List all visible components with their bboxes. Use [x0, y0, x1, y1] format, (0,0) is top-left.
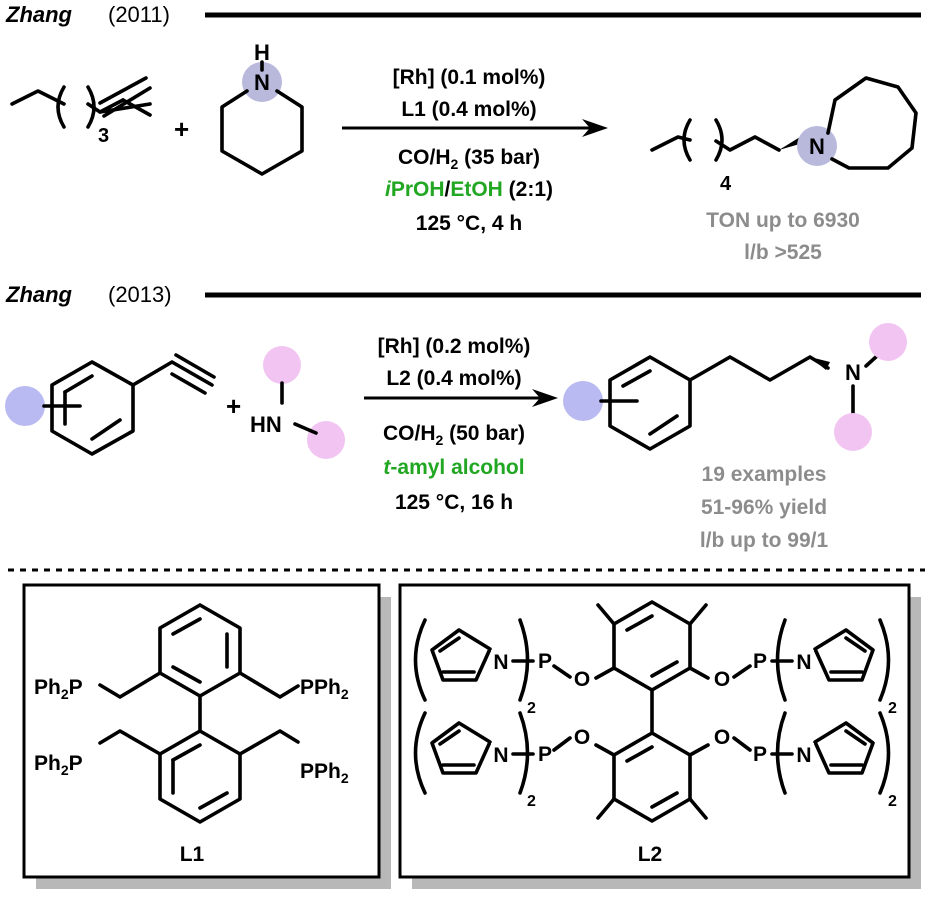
result-1-line2: l/b >525 [744, 241, 822, 264]
product-2-substituent-top [869, 323, 907, 361]
product-1-n-highlight [797, 126, 837, 166]
l2-o-top-left: O [574, 668, 590, 691]
product-1-n-label: N [809, 134, 825, 159]
cond-1-solvent: iPrOH/EtOH (2:1) [385, 178, 553, 201]
alkene-1-subscript: 3 [98, 125, 109, 147]
l2-paren-open-bottom-left [413, 711, 427, 795]
arrow-2-head [532, 389, 558, 407]
amine-2-substituent-top [263, 346, 301, 384]
l2-pyrrole-bottom-left [430, 721, 492, 775]
l2-paren-open-top-right [775, 618, 787, 702]
amine-n-label: N [254, 70, 270, 95]
l2-count-top-right: 2 [888, 700, 897, 717]
cond-1-gas: CO/H2 (35 bar) [398, 146, 540, 172]
product-2-substituent-bottom [834, 413, 872, 451]
product-1-structure: N [650, 76, 918, 170]
l2-n-bottom-right: N [796, 744, 811, 767]
l2-n-top-left: N [493, 651, 508, 674]
l1-name: L1 [180, 843, 205, 866]
header-1-year: (2011) [108, 2, 170, 27]
piperidine-structure: N H [220, 40, 304, 176]
l2-paren-close-bottom-left [518, 711, 530, 795]
alkene-1-structure [10, 76, 152, 129]
l2-o-bottom-left: O [574, 726, 590, 749]
l2-o-bottom-right: O [714, 726, 730, 749]
cond-1-catalyst: [Rh] (0.1 mol%) [393, 66, 546, 89]
result-1-line1: TON up to 6930 [706, 209, 860, 232]
l1-ph2p-bottom: Ph2P [34, 752, 83, 778]
l2-pyrrole-bottom-right [813, 721, 875, 775]
header-1-author: Zhang [5, 2, 73, 27]
result-2-line2: 51-96% yield [701, 496, 827, 519]
l2-paren-open-bottom-right [775, 711, 787, 795]
product-2-substituent-ring [563, 381, 603, 421]
cond-2-temp: 125 °C, 16 h [395, 491, 513, 514]
l2-paren-close-top-left [518, 618, 530, 702]
cond-2-ligand: L2 (0.4 mol%) [386, 367, 521, 390]
l2-paren-close-top-right [878, 618, 891, 702]
styrene-structure [5, 353, 216, 456]
l2-p-top-right: P [753, 650, 767, 673]
result-2-line1: 19 examples [702, 463, 827, 486]
product-2-n-label: N [845, 360, 861, 385]
cond-1-temp: 125 °C, 4 h [416, 212, 522, 235]
product-1-subscript: 4 [720, 173, 732, 195]
plus-1: + [174, 114, 189, 144]
l2-count-bottom-right: 2 [888, 793, 897, 810]
amine-2-structure [263, 346, 345, 459]
ligand-L1-panel: Ph2P PPh2 Ph2P PPh2 L1 [22, 583, 391, 889]
l2-panel-frame [398, 583, 911, 879]
l1-pph2-bottom: PPh2 [300, 760, 349, 786]
result-2-line3: l/b up to 99/1 [700, 529, 829, 552]
product-2-structure [563, 323, 907, 451]
l1-ph2p-top: Ph2P [34, 676, 83, 702]
plus-2: + [226, 391, 241, 421]
amine-2-label: HN [250, 412, 282, 437]
reaction-1: Zhang (2011) 3 + N H [Rh] (0.1 mol%) [5, 2, 921, 264]
amine-h-label: H [254, 40, 270, 65]
l2-count-top-left: 2 [527, 700, 536, 717]
styrene-substituent [5, 386, 45, 426]
cond-2-gas: CO/H2 (50 bar) [383, 422, 525, 448]
cond-1-ligand: L1 (0.4 mol%) [401, 98, 536, 121]
l2-name: L2 [638, 843, 663, 866]
ligand-L2-panel: O O O O P P P P [398, 583, 921, 889]
header-2-author: Zhang [5, 282, 73, 307]
l2-p-bottom-left: P [538, 743, 552, 766]
l2-n-bottom-left: N [493, 744, 508, 767]
cond-2-solvent: t-amyl alcohol [383, 456, 524, 479]
l2-pyrrole-top-right [813, 628, 875, 682]
reaction-2: Zhang (2013) + HN [Rh] (0.2 mol%) L [5, 282, 921, 552]
amine-n-highlight [242, 62, 282, 102]
l2-paren-close-bottom-right [878, 711, 891, 795]
l2-p-bottom-right: P [753, 743, 767, 766]
l2-count-bottom-left: 2 [527, 793, 536, 810]
header-2-year: (2013) [108, 282, 172, 307]
cond-2-catalyst: [Rh] (0.2 mol%) [378, 335, 531, 358]
l2-p-top-left: P [538, 650, 552, 673]
arrow-1-head [582, 119, 608, 137]
l2-pyrrole-top-left [430, 628, 492, 682]
l1-pph2-top: PPh2 [300, 676, 349, 702]
amine-2-substituent-right [307, 421, 345, 459]
l2-o-top-right: O [714, 668, 730, 691]
l2-paren-open-top-left [413, 618, 427, 702]
l2-n-top-right: N [796, 651, 811, 674]
